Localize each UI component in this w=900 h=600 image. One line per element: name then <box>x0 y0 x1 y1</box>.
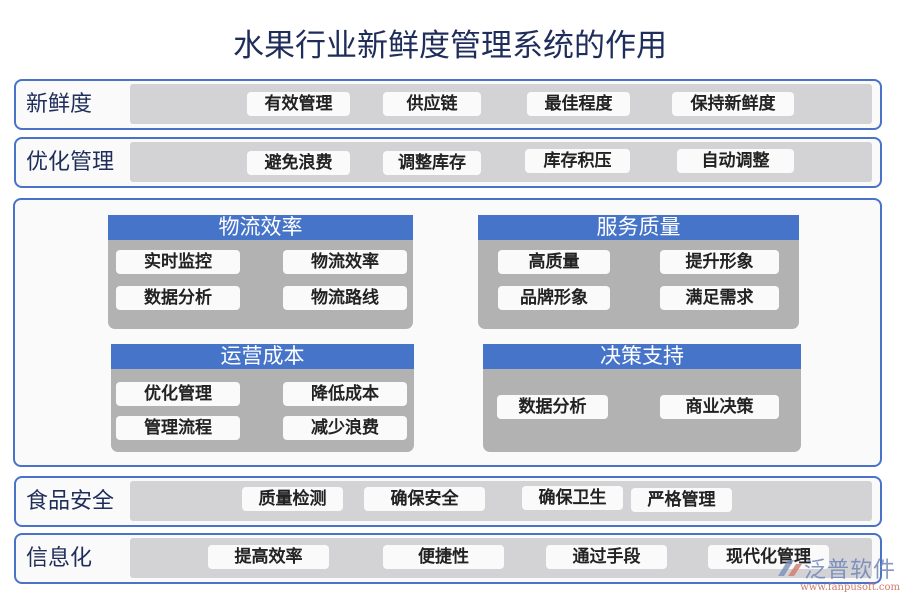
chip-item: 通过手段 <box>546 545 667 569</box>
quadrant-service: 服务质量 高质量 提升形象 品牌形象 满足需求 <box>478 215 799 329</box>
chip-item: 确保卫生 <box>522 486 623 510</box>
chip-item: 提高效率 <box>208 545 329 569</box>
section-optimization: 优化管理 避免浪费 调整库存 库存积压 自动调整 <box>14 137 882 188</box>
page-title: 水果行业新鲜度管理系统的作用 <box>233 28 667 64</box>
section-label: 优化管理 <box>26 150 115 175</box>
quadrant-logistics: 物流效率 实时监控 物流效率 数据分析 物流路线 <box>108 215 413 329</box>
quad-item: 管理流程 <box>116 416 240 440</box>
chip-item: 调整库存 <box>383 151 481 175</box>
quadrant-body: 数据分析 商业决策 <box>483 369 801 452</box>
section-bar: 避免浪费 调整库存 库存积压 自动调整 <box>130 142 872 182</box>
chip-item: 保持新鲜度 <box>672 92 794 116</box>
quad-item: 优化管理 <box>116 382 240 406</box>
chip-item: 库存积压 <box>525 149 630 173</box>
quad-item: 商业决策 <box>660 395 779 419</box>
quad-item: 数据分析 <box>116 286 240 310</box>
section-food-safety: 食品安全 质量检测 确保安全 确保卫生 严格管理 <box>14 476 882 527</box>
quad-item: 减少浪费 <box>283 416 407 440</box>
chip-item: 最佳程度 <box>527 92 630 116</box>
section-bar: 有效管理 供应链 最佳程度 保持新鲜度 <box>130 84 872 124</box>
quad-item: 降低成本 <box>283 382 407 406</box>
quad-item: 品牌形象 <box>498 286 610 310</box>
watermark: 泛普软件 www.fanpusoft.com <box>776 550 900 600</box>
quad-item: 物流路线 <box>283 286 407 310</box>
quadrant-title: 决策支持 <box>483 344 801 369</box>
section-bar: 质量检测 确保安全 确保卫生 严格管理 <box>130 481 872 521</box>
quadrant-body: 优化管理 降低成本 管理流程 减少浪费 <box>111 369 414 452</box>
quad-item: 高质量 <box>498 250 610 274</box>
watermark-url: www.fanpusoft.com <box>800 582 900 593</box>
quad-item: 满足需求 <box>660 286 779 310</box>
quad-item: 提升形象 <box>660 250 779 274</box>
quadrant-body: 高质量 提升形象 品牌形象 满足需求 <box>478 240 799 329</box>
quad-item: 实时监控 <box>116 250 240 274</box>
chip-item: 严格管理 <box>631 488 732 512</box>
section-bar: 提高效率 便捷性 通过手段 现代化管理 <box>130 538 872 578</box>
chip-item: 自动调整 <box>677 149 794 173</box>
chip-item: 质量检测 <box>242 487 343 511</box>
section-label: 信息化 <box>26 546 93 571</box>
chip-item: 便捷性 <box>383 545 504 569</box>
watermark-brand: 泛普软件 <box>804 558 897 583</box>
chip-item: 避免浪费 <box>247 151 350 175</box>
brand-logo-icon <box>778 560 802 576</box>
chip-item: 供应链 <box>383 92 481 116</box>
quadrant-title: 物流效率 <box>108 215 413 240</box>
section-informatization: 信息化 提高效率 便捷性 通过手段 现代化管理 <box>14 533 882 584</box>
quad-item: 数据分析 <box>497 395 608 419</box>
quadrant-title: 运营成本 <box>111 344 414 369</box>
quadrant-decision-support: 决策支持 数据分析 商业决策 <box>483 344 801 452</box>
quad-item: 物流效率 <box>283 250 407 274</box>
section-freshness: 新鲜度 有效管理 供应链 最佳程度 保持新鲜度 <box>14 79 882 130</box>
quadrant-body: 实时监控 物流效率 数据分析 物流路线 <box>108 240 413 329</box>
section-label: 新鲜度 <box>26 92 93 117</box>
quadrant-operating-cost: 运营成本 优化管理 降低成本 管理流程 减少浪费 <box>111 344 414 452</box>
quadrant-title: 服务质量 <box>478 215 799 240</box>
chip-item: 确保安全 <box>364 487 485 511</box>
section-label: 食品安全 <box>26 489 115 514</box>
chip-item: 有效管理 <box>247 92 350 116</box>
